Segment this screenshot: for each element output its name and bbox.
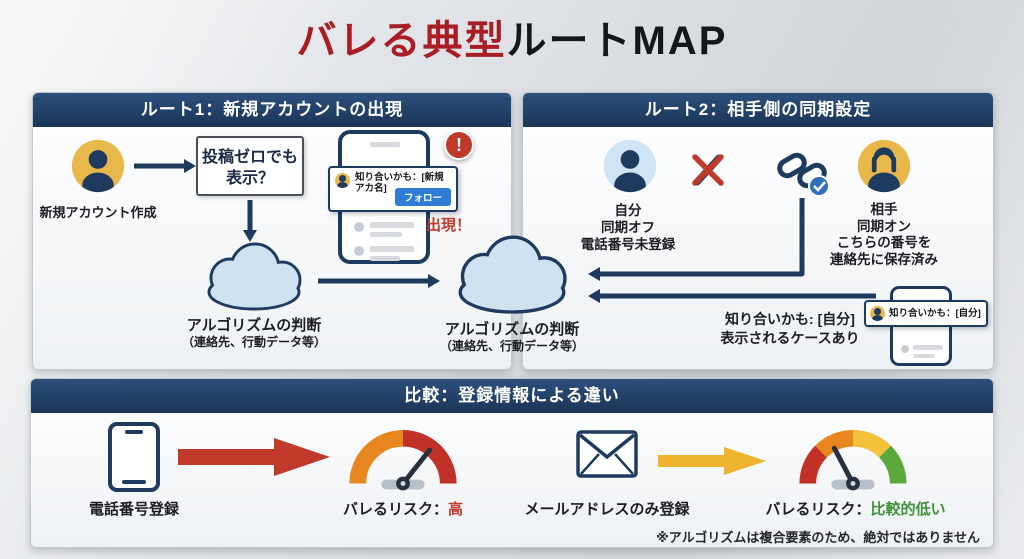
mini-avatar-icon-2 xyxy=(870,306,885,321)
risk-high-prefix: バレるリスク： xyxy=(342,501,448,518)
risk-low-prefix: バレるリスク： xyxy=(765,501,871,518)
zero-posts-question-box: 投稿ゼロでも 表示？ xyxy=(196,136,304,196)
new-account-avatar-icon xyxy=(70,138,126,194)
suggestion-text: 知り合いかも：[新規アカ名] xyxy=(355,172,444,194)
route2-header: ルート2：相手側の同期設定 xyxy=(523,93,993,127)
self-label-2: 同期オフ xyxy=(601,220,655,235)
phone-registration-label: 電話番号登録 xyxy=(88,501,179,518)
risk-gauge-low-icon xyxy=(794,418,912,496)
comparison-header: 比較：登録情報による違い xyxy=(31,379,993,413)
title-accent: バレる典型 xyxy=(296,19,507,63)
partner-label-4: 連絡先に保存済み xyxy=(830,251,938,267)
case-note-line-2: 表示されるケースあり xyxy=(720,330,860,346)
self-label-1: 自分 xyxy=(614,203,642,218)
page-title: バレる典型ルートMAP xyxy=(0,8,1024,66)
algorithm-cloud-icon-1 xyxy=(194,236,314,316)
partner-label-1: 相手 xyxy=(870,202,898,217)
question-line-2: 表示？ xyxy=(225,170,274,187)
risk-high-label: バレるリスク：高 xyxy=(318,498,488,519)
partner-label-2: 同期オン xyxy=(857,218,911,234)
follow-button: フォロー xyxy=(394,188,451,206)
email-only-label: メールアドレスのみ登録 xyxy=(524,501,690,518)
self-label-3: 電話番号未登録 xyxy=(580,237,676,252)
cloud1-subtitle: （連絡先、行動データ等） xyxy=(181,335,326,349)
footnote: ※アルゴリズムは複合要素のため、絶対ではありません xyxy=(656,530,980,545)
route1-header: ルート1：新規アカウントの出現 xyxy=(33,93,511,127)
suggestion-text-2: 知り合いかも：[自分] xyxy=(889,308,981,319)
question-line-1: 投稿ゼロでも xyxy=(201,149,298,166)
friend-suggestion-callout: 知り合いかも：[新規アカ名] フォロー xyxy=(328,166,458,212)
algorithm-cloud-icon-center xyxy=(440,228,584,320)
email-icon xyxy=(576,430,638,478)
case-note: 知り合いかも: [自分] 表示されるケースあり xyxy=(700,310,880,348)
case-note-line-1: 知り合いかも: [自分] xyxy=(725,311,855,327)
comparison-panel: 比較：登録情報による違い xyxy=(30,378,994,548)
mini-avatar-icon xyxy=(335,173,350,188)
partner-label-3: こちらの番号を xyxy=(836,235,932,250)
appear-label: 出現！ xyxy=(426,217,472,234)
red-arrow-icon xyxy=(178,434,330,480)
self-avatar-icon xyxy=(602,138,658,194)
friend-suggestion-callout-2: 知り合いかも：[自分] xyxy=(864,300,988,327)
sync-off-icon xyxy=(688,150,728,190)
risk-high-value: 高 xyxy=(448,501,464,518)
risk-low-value: 比較的低い xyxy=(870,501,946,518)
center-cloud-title: アルゴリズムの判断 xyxy=(444,321,580,338)
title-rest: ルートMAP xyxy=(506,19,728,63)
risk-gauge-high-icon xyxy=(344,418,462,496)
partner-avatar-icon xyxy=(856,138,912,194)
link-chain-icon xyxy=(775,142,831,198)
risk-low-label: バレるリスク：比較的低い xyxy=(758,498,953,519)
new-account-label: 新規アカウント作成 xyxy=(39,205,157,220)
cloud1-title: アルゴリズムの判断 xyxy=(186,317,322,334)
self-label-group: 自分 同期オフ 電話番号未登録 xyxy=(558,202,698,253)
center-cloud-subtitle: （連絡先、行動データ等） xyxy=(439,339,584,353)
yellow-arrow-icon xyxy=(658,444,766,478)
alert-icon: ! xyxy=(444,130,474,160)
partner-label-group: 相手 同期オン こちらの番号を 連絡先に保存済み xyxy=(812,202,956,268)
phone-number-icon xyxy=(108,422,160,492)
